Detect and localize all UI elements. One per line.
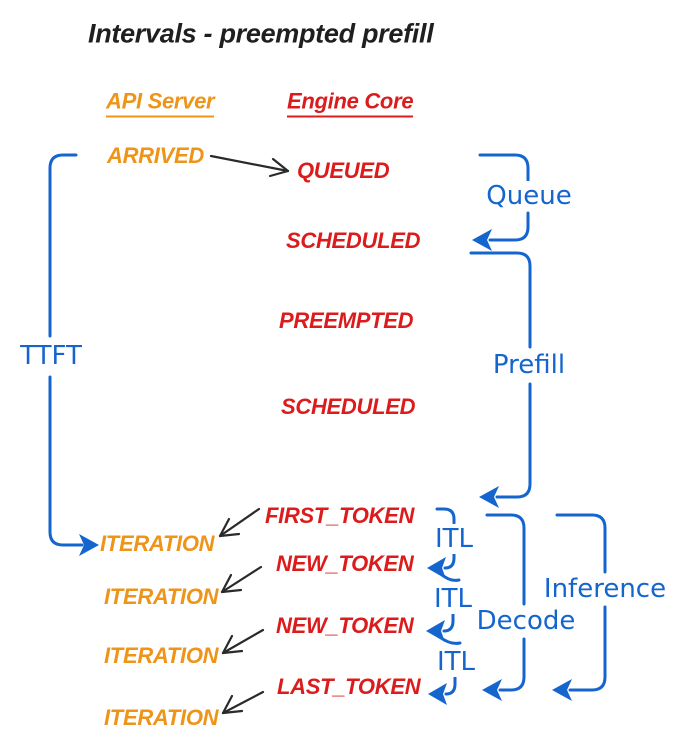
- interval-label-itl-3: ITL: [436, 647, 476, 677]
- interval-label-itl-1: ITL: [434, 524, 474, 554]
- new-token-2-to-iteration-arrow: [221, 628, 265, 655]
- event-new-token-2: NEW_TOKEN: [276, 613, 414, 638]
- event-new-token-1: NEW_TOKEN: [276, 551, 414, 576]
- first-token-to-iteration-arrow: [218, 507, 261, 538]
- decode-bracket: [482, 513, 526, 701]
- event-iteration-4: ITERATION: [104, 705, 219, 730]
- event-queued: QUEUED: [297, 158, 390, 183]
- arrived-to-queued-arrow: [209, 154, 290, 178]
- event-iteration-3: ITERATION: [104, 643, 219, 668]
- queue-bracket: [472, 153, 530, 251]
- interval-label-prefill: Prefill: [488, 350, 570, 380]
- interval-label-decode: Decode: [472, 606, 580, 636]
- page-title: Intervals - preempted prefill: [88, 18, 434, 49]
- interval-label-inference: Inference: [539, 574, 671, 604]
- inference-bracket: [552, 513, 607, 701]
- new-token-1-to-iteration-arrow: [220, 565, 263, 594]
- event-scheduled-2: SCHEDULED: [281, 394, 416, 419]
- interval-label-queue: Queue: [482, 181, 576, 211]
- itl-bracket-2: [426, 612, 462, 645]
- event-last-token: LAST_TOKEN: [277, 674, 421, 699]
- event-preempted: PREEMPTED: [279, 308, 414, 333]
- event-scheduled-1: SCHEDULED: [286, 228, 421, 253]
- itl-bracket-3: [428, 674, 457, 705]
- interval-label-itl-2: ITL: [433, 584, 473, 614]
- ttft-bracket: [48, 153, 99, 556]
- event-iteration-1: ITERATION: [100, 531, 215, 556]
- last-token-to-iteration-arrow: [221, 690, 265, 715]
- prefill-bracket: [469, 251, 532, 508]
- event-arrived: ARRIVED: [107, 143, 204, 168]
- event-first-token: FIRST_TOKEN: [265, 503, 415, 528]
- event-iteration-2: ITERATION: [104, 584, 219, 609]
- itl-bracket-1: [427, 507, 461, 582]
- engine-core-column-header: Engine Core: [287, 89, 414, 118]
- interval-label-ttft: TTFT: [16, 341, 86, 371]
- api-server-column-header: API Server: [106, 89, 215, 118]
